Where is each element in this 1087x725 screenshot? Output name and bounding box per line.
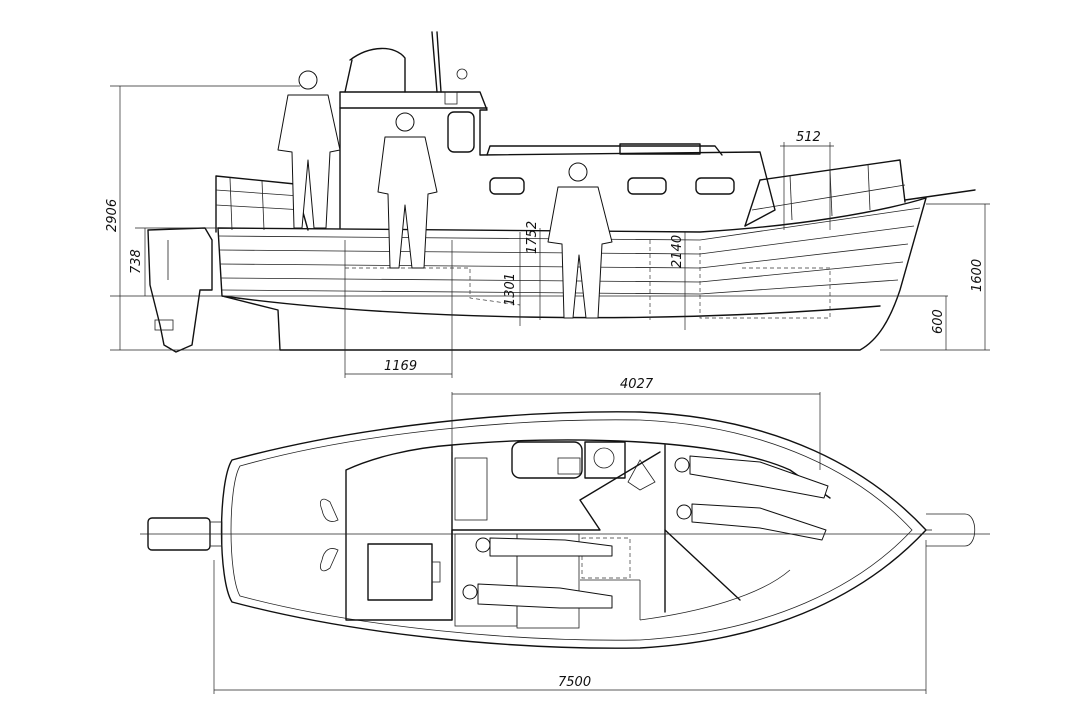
plan-cockpit (320, 444, 453, 621)
side-dimension-lines (110, 85, 990, 378)
crew-figure-plan-3 (674, 455, 829, 499)
hull-profile (110, 197, 948, 351)
dim-hull-depth: 1301 (503, 273, 518, 306)
side-view: 2906 738 1752 1301 2140 512 1600 600 116… (105, 31, 990, 378)
dim-outboard-height: 738 (129, 249, 144, 274)
plan-hull-outline (220, 411, 932, 649)
dim-overall-length: 7500 (558, 675, 591, 690)
crew-figure-wheelhouse (377, 112, 438, 269)
plan-dimension-lines (140, 392, 990, 694)
crew-figure-plan-1 (475, 537, 613, 557)
dim-interior-height: 2140 (670, 235, 685, 268)
dim-overall-height: 2906 (105, 199, 120, 232)
plan-bow-fitting (926, 513, 976, 547)
crew-figure-plan-4 (676, 503, 827, 541)
dim-cabin-length: 4027 (620, 377, 654, 392)
plan-view: 4027 7500 (140, 377, 990, 694)
dim-door-width: 1169 (384, 359, 417, 374)
crew-figure-cabin (547, 162, 613, 319)
plan-crew-figures (462, 455, 829, 609)
crew-figure-aft-standing (277, 70, 341, 229)
dim-bow-rail: 512 (796, 130, 821, 145)
outboard-motor (147, 227, 213, 353)
plan-cabin (451, 439, 831, 629)
dim-bow-height: 1600 (970, 259, 985, 292)
dim-cabin-headroom: 1752 (525, 221, 540, 254)
dim-draft: 600 (931, 309, 946, 334)
wheelhouse (339, 31, 776, 229)
crew-figure-plan-2 (462, 583, 613, 609)
